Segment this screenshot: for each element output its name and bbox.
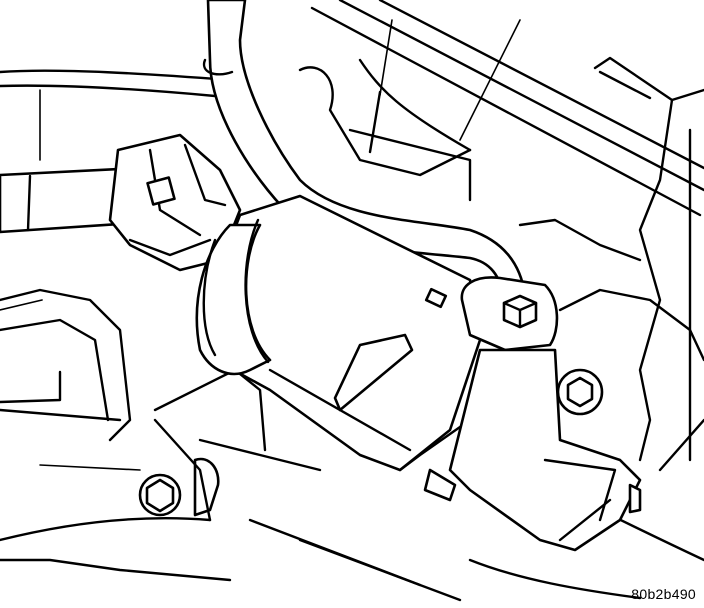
bolt-hardware <box>138 294 538 522</box>
mounting-bracket <box>448 276 642 552</box>
wire-connector <box>0 133 242 272</box>
figure-code: 80b2b490 <box>631 586 696 602</box>
cylinder-component <box>195 194 492 502</box>
